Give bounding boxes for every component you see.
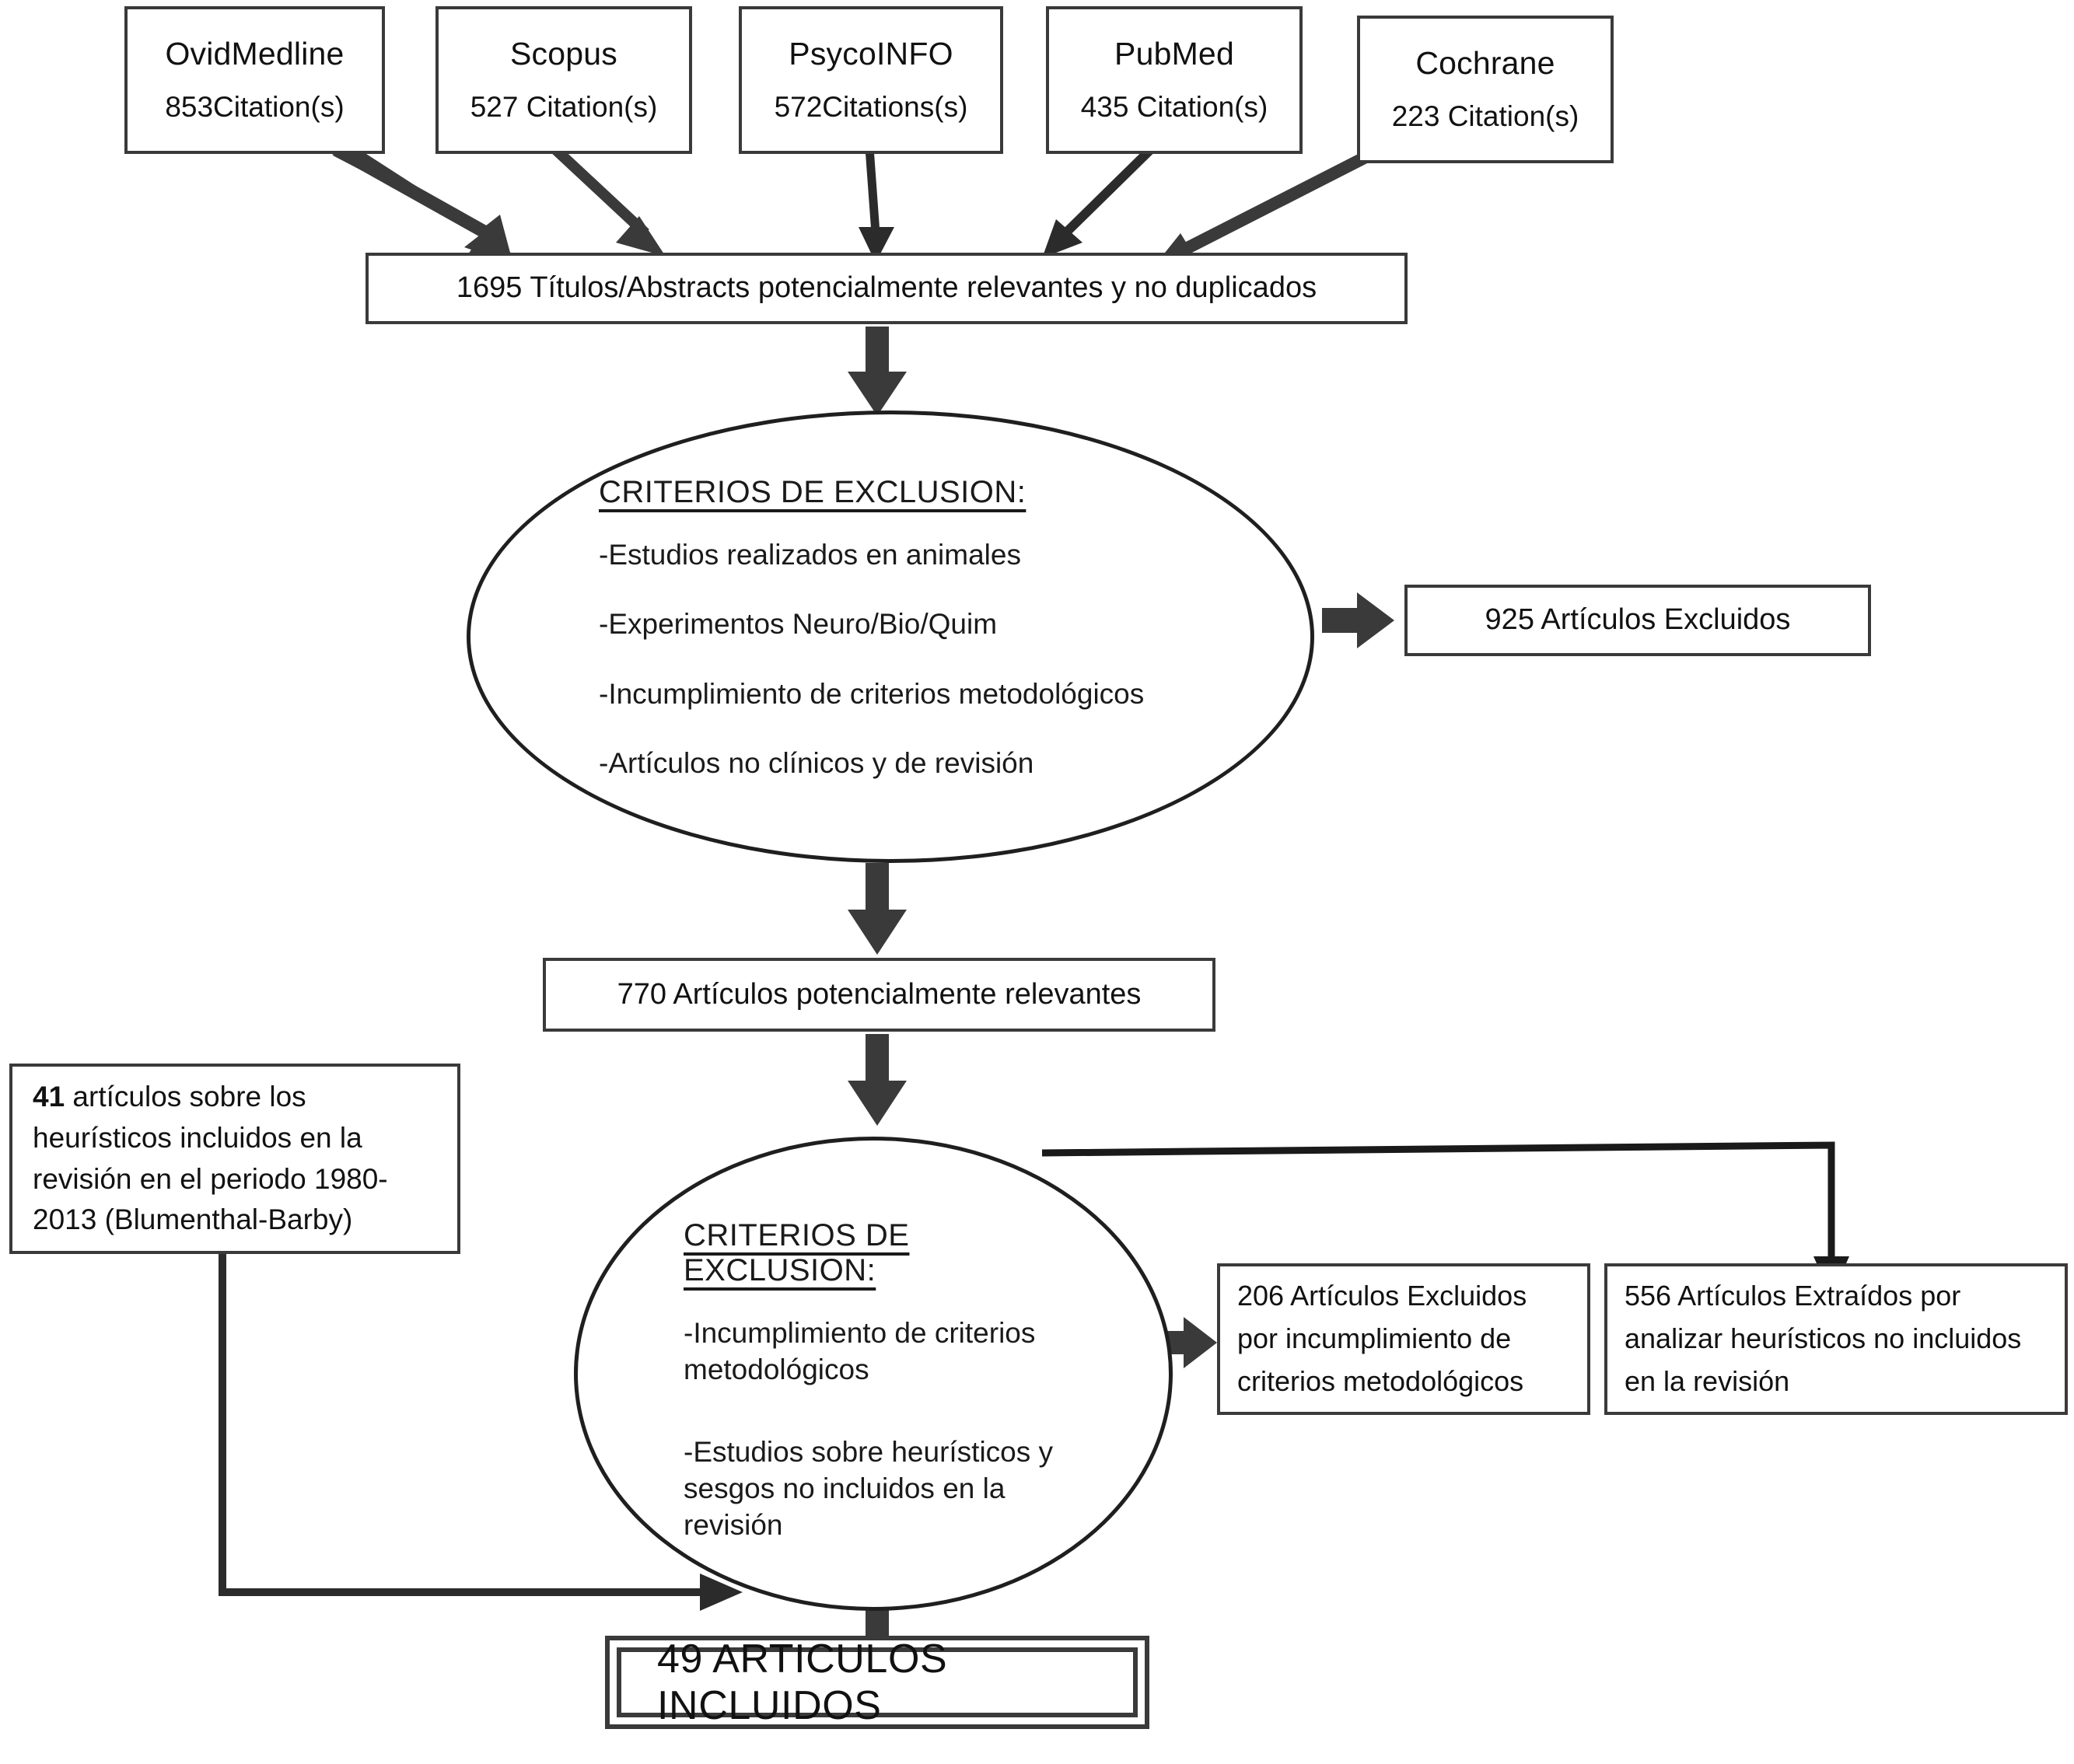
excluded-925-label: 925 Artículos Excluidos [1485,603,1791,637]
exclusion-1-heading: CRITERIOS DE EXCLUSION: [599,475,1027,509]
prior-review-rest: artículos sobre los heurísticos incluido… [33,1081,388,1236]
source-name: PubMed [1114,36,1234,72]
exclusion-1-content: CRITERIOS DE EXCLUSION: -Estudios realiz… [599,475,1244,781]
arrow-ovidmedline-to-merge [331,138,523,268]
source-name: PsycoINFO [789,36,953,72]
exclusion-2-item: -Estudios sobre heurísticos y sesgos no … [684,1435,1054,1542]
arrow-scopus-to-merge [550,143,666,257]
merge-label: 1695 Títulos/Abstracts potencialmente re… [456,271,1317,305]
exclusion-1-item: -Estudios realizados en animales [599,539,1021,571]
source-box-ovidmedline[interactable]: OvidMedline 853Citation(s) [124,6,385,154]
prior-review-text: 41 artículos sobre los heurísticos inclu… [33,1077,437,1240]
exclusion-2-content: CRITERIOS DE EXCLUSION: -Incumplimiento … [684,1218,1057,1544]
arrow-relevant-to-exclusion2 [848,1034,907,1126]
source-count: 572Citations(s) [774,91,968,124]
source-name: Scopus [510,36,617,72]
exclusion-2-item: -Incumplimiento de criterios metodológic… [684,1317,1036,1386]
source-box-cochrane[interactable]: Cochrane 223 Citation(s) [1357,16,1614,163]
exclusion-1-item: -Experimentos Neuro/Bio/Quim [599,608,998,641]
excluded-206-label: 206 Artículos Excluidos por incumplimien… [1237,1280,1527,1397]
relevant-770-label: 770 Artículos potencialmente relevantes [617,977,1142,1011]
source-count: 435 Citation(s) [1080,91,1268,124]
arrow-cochrane-to-merge [1152,145,1380,268]
arrow-pubmed-to-merge [1042,144,1156,258]
exclusion-criteria-ellipse-2[interactable]: CRITERIOS DE EXCLUSION: -Incumplimiento … [574,1137,1173,1611]
relevant-box-770[interactable]: 770 Artículos potencialmente relevantes [543,958,1215,1032]
arrow-merge-to-exclusion1 [848,327,907,416]
source-count: 223 Citation(s) [1391,100,1579,133]
excluded-box-206[interactable]: 206 Artículos Excluidos por incumplimien… [1217,1263,1590,1415]
exclusion-1-item: -Incumplimiento de criterios metodológic… [599,677,1145,710]
final-label-frame: 49 ARTICULOS INCLUIDOS [617,1637,1138,1728]
exclusion-2-heading: CRITERIOS DE EXCLUSION: [684,1218,910,1287]
source-name: Cochrane [1415,45,1555,82]
prior-review-box-41[interactable]: 41 artículos sobre los heurísticos inclu… [9,1064,460,1254]
source-name: OvidMedline [165,36,345,72]
final-box-included-articles[interactable]: 49 ARTICULOS INCLUIDOS [605,1636,1149,1729]
final-label: 49 ARTICULOS INCLUIDOS [657,1637,948,1728]
source-count: 527 Citation(s) [470,91,658,124]
arrow-exclusion1-to-relevant [848,863,907,955]
arrow-psycoinfo-to-merge [859,147,894,263]
exclusion-1-item: -Artículos no clínicos y de revisión [599,747,1034,780]
source-box-psycoinfo[interactable]: PsycoINFO 572Citations(s) [739,6,1003,154]
extracted-556-label: 556 Artículos Extraídos por analizar heu… [1625,1280,2022,1397]
source-box-pubmed[interactable]: PubMed 435 Citation(s) [1046,6,1303,154]
excluded-box-925[interactable]: 925 Artículos Excluidos [1404,585,1871,656]
arrow-exclusion1-to-excluded925 [1322,592,1394,648]
prior-review-count: 41 [33,1081,65,1113]
source-box-scopus[interactable]: Scopus 527 Citation(s) [435,6,692,154]
merge-box-titles-abstracts[interactable]: 1695 Títulos/Abstracts potencialmente re… [365,253,1408,324]
source-count: 853Citation(s) [165,91,345,124]
exclusion-criteria-ellipse-1[interactable]: CRITERIOS DE EXCLUSION: -Estudios realiz… [467,410,1314,863]
extracted-box-556[interactable]: 556 Artículos Extraídos por analizar heu… [1604,1263,2068,1415]
